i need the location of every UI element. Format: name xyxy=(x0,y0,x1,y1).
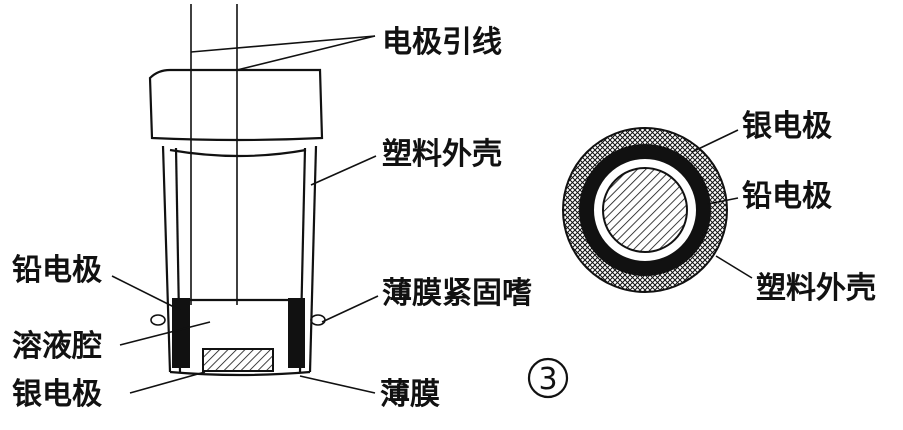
label-lead-electrode-right: 铅电极 xyxy=(742,179,832,214)
label-membrane: 薄膜 xyxy=(380,377,440,412)
shell-outer-left xyxy=(161,145,172,373)
leader-fastener xyxy=(321,295,379,323)
label-lead-electrode-left: 铅电极 xyxy=(12,253,102,288)
leader-lead-wire-2 xyxy=(236,35,376,71)
label-plastic-shell-right: 塑料外壳 xyxy=(756,271,876,306)
label-membrane-fastener: 薄膜紧固嗜 xyxy=(382,276,532,311)
leader-membrane xyxy=(299,375,376,394)
fastener-ring-right xyxy=(310,314,326,326)
leader-lead-wire-1 xyxy=(190,35,376,53)
cap xyxy=(148,68,324,142)
membrane-line xyxy=(169,370,311,377)
electrode-cross-section xyxy=(111,4,379,394)
leader-lead-electrode xyxy=(111,275,181,311)
silver-electrode xyxy=(202,348,274,372)
leader-silver-right xyxy=(691,129,739,153)
figure-number: 3 xyxy=(538,362,557,397)
leader-lead-right xyxy=(707,197,739,205)
electrode-top-view xyxy=(562,127,753,293)
figure-number-circle xyxy=(527,357,569,399)
leader-silver-electrode xyxy=(129,371,206,394)
label-solution-cavity: 溶液腔 xyxy=(12,329,102,364)
label-lead-wire: 电极引线 xyxy=(382,25,502,60)
shell-top-edge xyxy=(169,148,307,158)
label-silver-electrode-right: 银电极 xyxy=(742,109,832,144)
silver-electrode-disc xyxy=(602,167,688,253)
leader-shell-right xyxy=(715,255,753,279)
shell-outer-right xyxy=(308,145,318,373)
label-silver-electrode-left: 银电极 xyxy=(12,377,102,412)
leader-plastic-shell xyxy=(310,155,377,186)
label-plastic-shell-left: 塑料外壳 xyxy=(382,137,502,172)
lead-electrode-block-right xyxy=(288,298,305,368)
fastener-ring-left xyxy=(150,314,166,326)
lead-electrode-block-left xyxy=(172,298,190,368)
leader-solution-cavity xyxy=(119,321,211,346)
